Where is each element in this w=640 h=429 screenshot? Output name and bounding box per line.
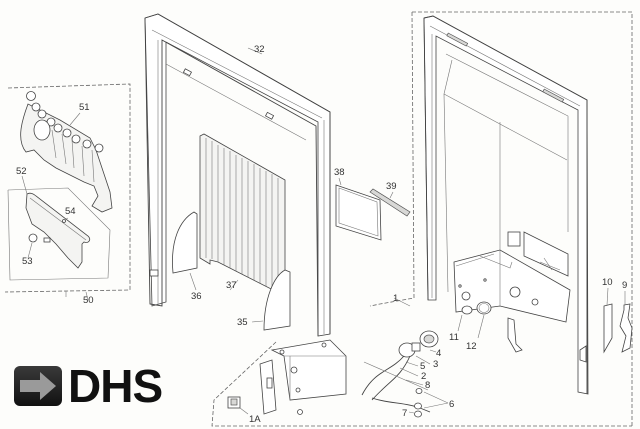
callout-11: 11	[449, 332, 459, 343]
arrow-right-icon	[14, 366, 62, 406]
callout-7: 7	[402, 408, 407, 419]
callout-10: 10	[602, 277, 613, 288]
callout-37: 37	[226, 280, 237, 291]
callout-labels: 32 51 52 54 53 50 38 39 36 37 35 1 11 12…	[16, 44, 627, 425]
callout-5: 5	[420, 361, 425, 372]
callout-50: 50	[83, 295, 94, 306]
part-35-right-side-cheek	[251, 269, 291, 331]
part-36-left-side-cheek	[172, 211, 198, 291]
part-9-clip	[619, 291, 633, 353]
callout-4: 4	[436, 348, 441, 359]
part-53-knob	[27, 233, 51, 259]
callout-9: 9	[622, 280, 627, 291]
callout-38: 38	[334, 167, 345, 178]
logo-text: DHS	[68, 360, 163, 412]
callout-51: 51	[79, 102, 90, 113]
callout-36: 36	[191, 291, 202, 302]
control-assembly-1	[211, 297, 632, 427]
part-37-back-panel	[199, 133, 286, 297]
callout-54: 54	[65, 206, 76, 217]
callout-39: 39	[386, 181, 397, 192]
part-10-bracket	[603, 287, 613, 354]
part-32-outer-frame	[144, 13, 331, 337]
callout-53: 53	[22, 256, 33, 267]
callout-1A: 1A	[249, 414, 261, 425]
callout-35: 35	[237, 317, 248, 328]
dhs-logo: DHS	[14, 360, 194, 412]
part-39-sealing-strip	[369, 188, 411, 217]
callout-6: 6	[449, 399, 454, 410]
callout-2: 2	[421, 371, 426, 382]
callout-52: 52	[16, 166, 27, 177]
part-38-glass-panel	[335, 177, 382, 241]
part-51-fuel-bed	[20, 91, 113, 213]
fuel-bed-assembly-50	[4, 83, 131, 301]
callout-32: 32	[254, 44, 265, 55]
callout-12: 12	[466, 341, 477, 352]
callout-8: 8	[425, 380, 430, 391]
firebox-assembly	[369, 11, 633, 428]
part-52-front-trim	[21, 175, 91, 269]
callout-3: 3	[433, 359, 438, 370]
part-1A-switch	[227, 396, 249, 415]
callout-1: 1	[393, 293, 398, 304]
